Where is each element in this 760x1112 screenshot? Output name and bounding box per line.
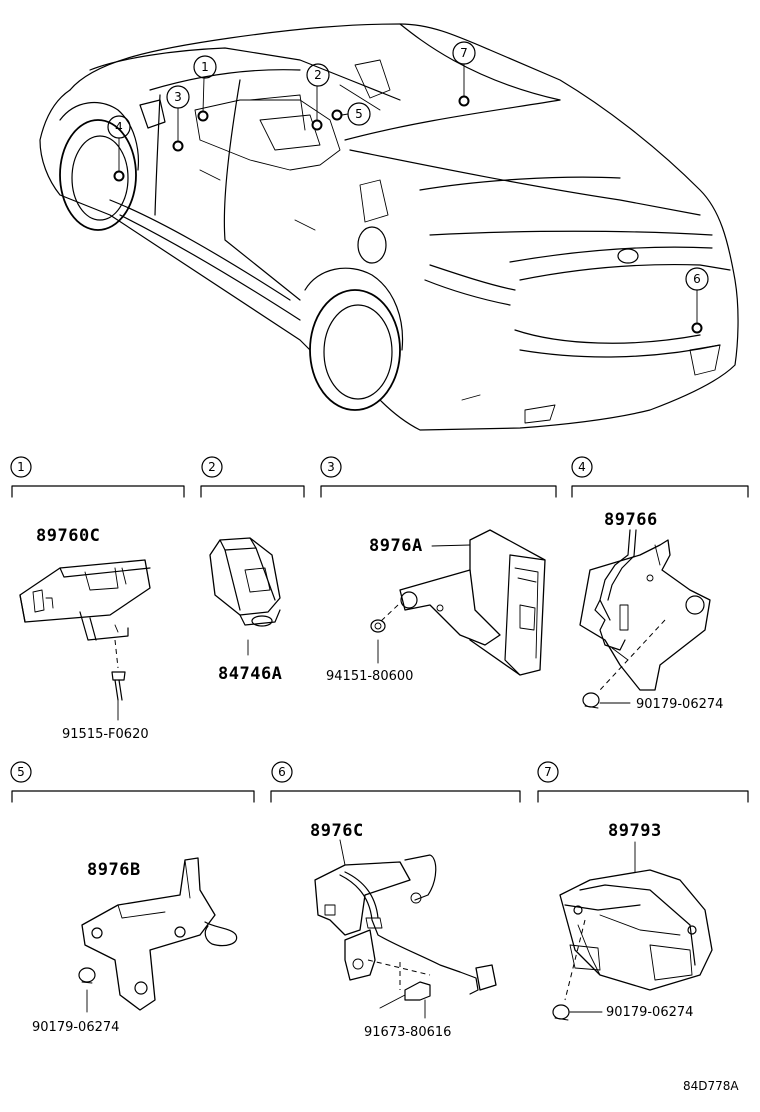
callout-7: 7 (460, 46, 468, 60)
part-91515-F0620: 91515-F0620 (62, 727, 149, 742)
car-illustration: 1 2 3 4 5 6 7 (39, 23, 739, 431)
section-6-parts: 8976C 91673-80616 (310, 821, 497, 1040)
section-1-number: 1 (17, 460, 25, 474)
section-2-number: 2 (208, 460, 216, 474)
section-2-parts: 84746A (209, 537, 282, 684)
section-3-number: 3 (327, 460, 335, 474)
callout-2: 2 (314, 68, 322, 82)
part-89793: 89793 (608, 821, 662, 841)
section-4-number: 4 (578, 460, 586, 474)
part-91673-80616: 91673-80616 (364, 1025, 451, 1040)
section-7-number: 7 (544, 765, 552, 779)
section-3-parts: 8976A 94151-80600 (326, 529, 546, 684)
callout-3: 3 (174, 90, 182, 104)
section-headers: 1 2 3 4 5 6 7 (10, 456, 749, 803)
part-84746A: 84746A (218, 664, 282, 684)
part-90179-06274-a: 90179-06274 (636, 697, 723, 712)
part-89760C: 89760C (36, 526, 100, 546)
callout-5: 5 (355, 107, 363, 121)
part-8976A: 8976A (369, 536, 423, 556)
part-94151-80600: 94151-80600 (326, 669, 413, 684)
section-6-number: 6 (278, 765, 286, 779)
part-8976B: 8976B (87, 860, 141, 880)
section-4-parts: 89766 90179-06274 (579, 510, 723, 712)
section-5-parts: 8976B 90179-06274 (32, 857, 238, 1035)
part-8976C: 8976C (310, 821, 364, 841)
part-89766: 89766 (604, 510, 658, 530)
section-7-parts: 89793 90179-06274 (552, 821, 713, 1021)
callout-1: 1 (201, 60, 209, 74)
section-1-parts: 89760C 91515-F0620 (19, 526, 151, 742)
section-5-number: 5 (17, 765, 25, 779)
part-90179-06274-b: 90179-06274 (32, 1020, 119, 1035)
callout-6: 6 (693, 272, 701, 286)
part-90179-06274-c: 90179-06274 (606, 1005, 693, 1020)
callout-4: 4 (115, 120, 123, 134)
diagram-code: 84D778A (683, 1079, 739, 1093)
